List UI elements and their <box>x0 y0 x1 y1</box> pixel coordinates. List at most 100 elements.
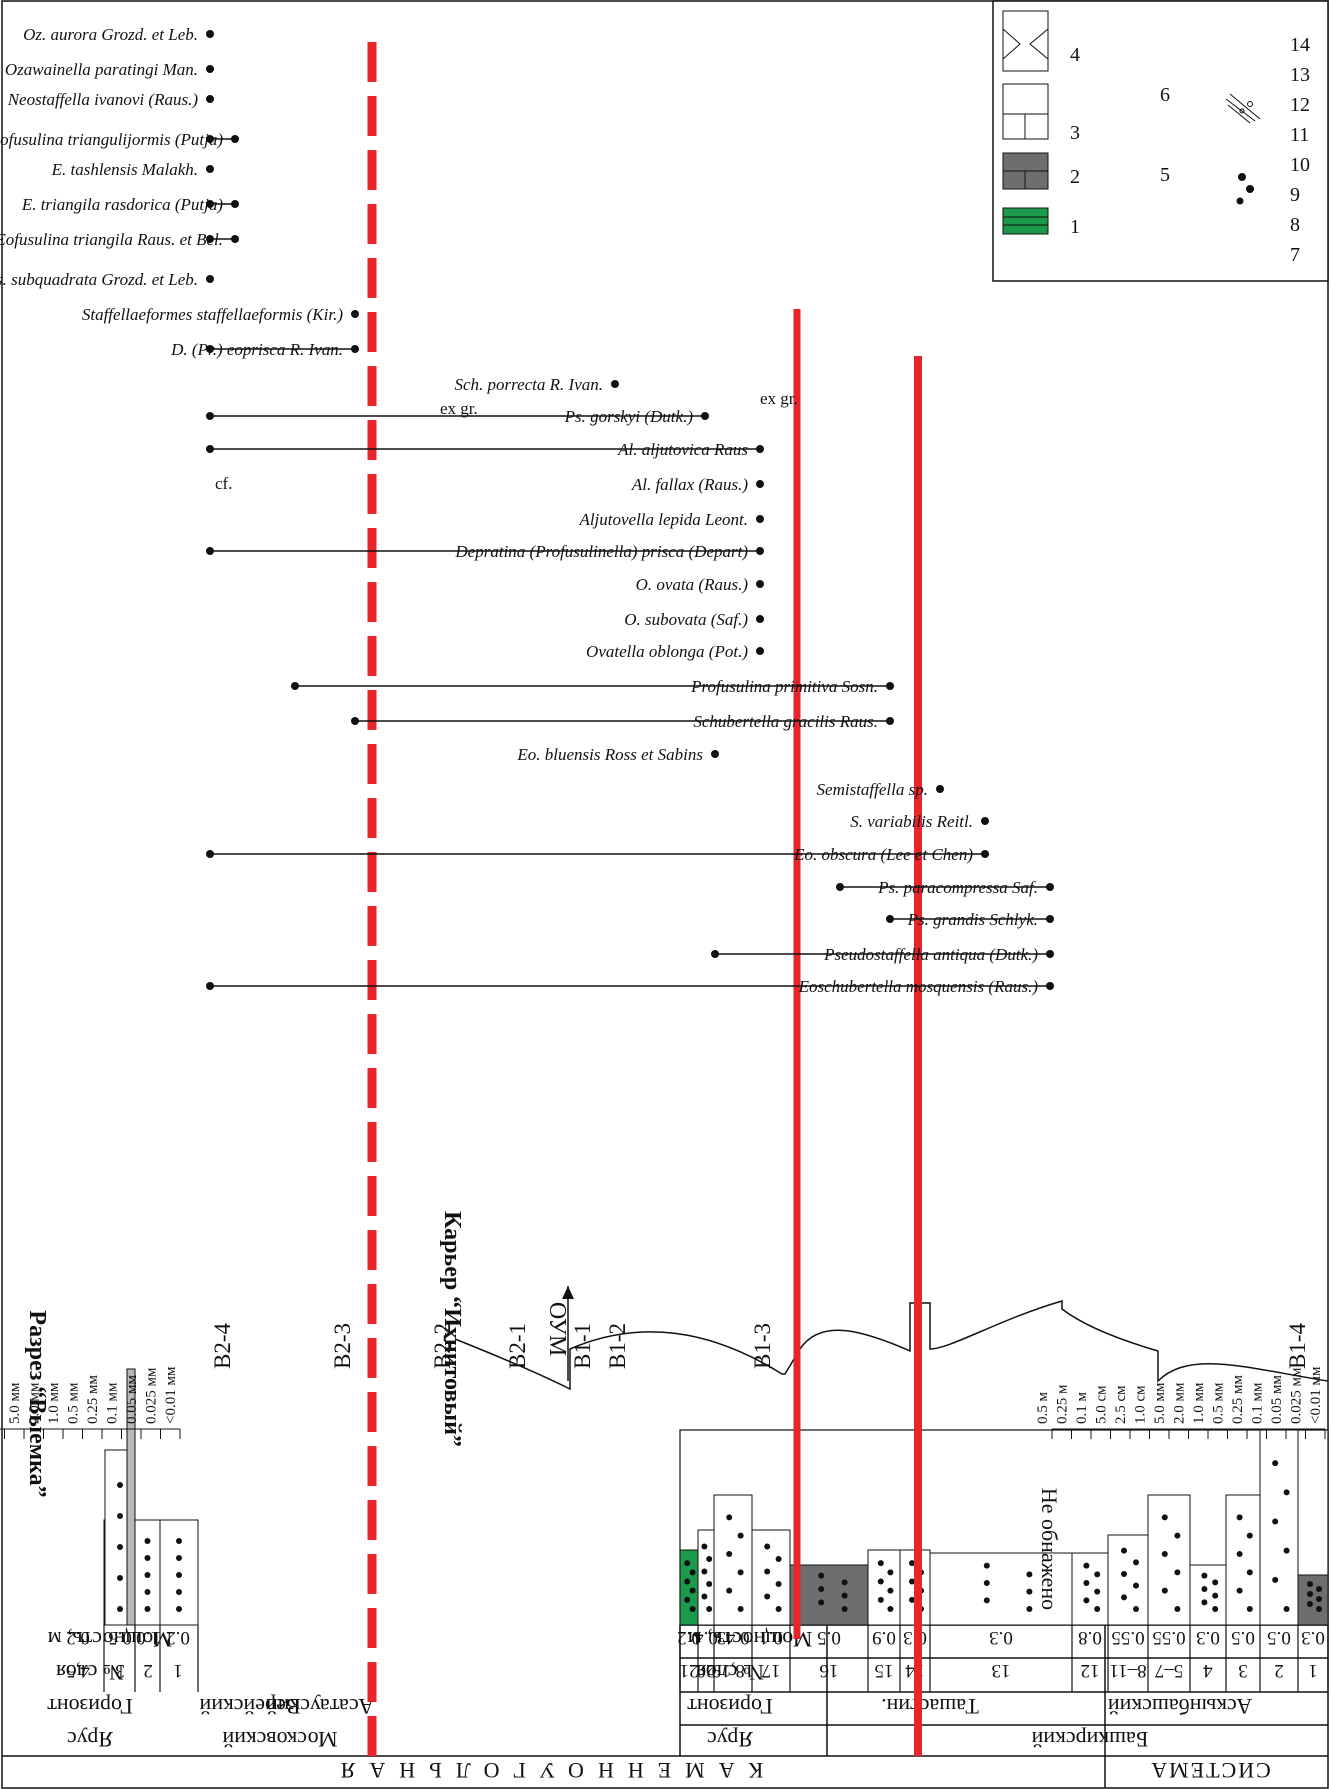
legend-number: 8 <box>1290 214 1300 236</box>
cycle-label: B2-2 <box>430 1323 455 1369</box>
taxon-range: E. tashlensis Malakh. <box>51 160 214 179</box>
taxon-name: O. ovata (Raus.) <box>636 575 749 594</box>
layer-label-b: № слоя <box>696 1660 764 1685</box>
taxon-range: Al. fallax (Raus.) <box>631 475 764 494</box>
layer-number: 8–11 <box>1109 1660 1146 1681</box>
oum-axis: ОУМ <box>544 1286 574 1381</box>
legend-swatch-1 <box>1002 207 1049 235</box>
layer-number: 12 <box>1081 1660 1100 1681</box>
layer-thickness: 0.55 <box>1111 1627 1144 1648</box>
cycle-curve <box>454 1300 1329 1391</box>
grain-scale-label: 1.0 мм <box>1191 1382 1207 1424</box>
grain-scale-label: 0.1 м <box>1074 1392 1090 1425</box>
stage-b: Башкирский <box>1031 1727 1148 1752</box>
taxon-name: Ps. paracompressa Saf. <box>877 878 1038 897</box>
layer-number: 2 <box>1274 1660 1284 1681</box>
taxon-range: O. ovata (Raus.) <box>636 575 764 594</box>
grain-scale-a: <0.01 мм0.025 мм0.05 мм0.1 мм0.25 мм0.5 … <box>0 1366 181 1439</box>
taxon-name: Ps. subquadrata Grozd. et Leb. <box>0 270 198 289</box>
layer-number: 4 <box>1203 1660 1213 1681</box>
taxon-name: Paraeofusulina triangulijormis (Putja) <box>0 130 223 149</box>
ex-gr-note-1: ex gr. <box>440 399 478 418</box>
grain-scale-label: 0.25 м <box>1055 1384 1071 1424</box>
cycle-label: B1-2 <box>605 1323 630 1369</box>
legend-number: 3 <box>1070 122 1080 144</box>
legend-swatch-3 <box>1002 83 1049 140</box>
horizon-b-2: Ташастин. <box>881 1694 979 1719</box>
grain-scale-label: <0.01 мм <box>1308 1366 1324 1424</box>
taxon-range: D. (Pr.) eoprisca R. Ivan. <box>170 340 359 359</box>
taxon-name: Ps. grandis Schlyk. <box>907 910 1038 929</box>
taxon-name: Eoschubertella mosquensis (Raus.) <box>798 977 1039 996</box>
taxon-name: Schubertella gracilis Raus. <box>693 712 878 731</box>
stage-a: Московский <box>222 1727 337 1752</box>
taxon-name: Sch. porrecta R. Ivan. <box>454 375 603 394</box>
thickness-label-b: Мощность, м <box>688 1627 813 1652</box>
stage-label-a: Ярус <box>67 1727 113 1752</box>
layer-number: 2 <box>143 1660 153 1681</box>
legend-number: 5 <box>1160 164 1170 186</box>
stage-label-b: Ярус <box>707 1727 753 1752</box>
grain-scale-label: 5.0 см <box>1094 1385 1110 1424</box>
legend-sym-6 <box>1246 185 1254 193</box>
taxon-range: Ps. paracompressa Saf. <box>836 878 1054 897</box>
taxon-range: Al. aljutovica Raus <box>206 440 764 459</box>
taxon-name: Eo. obscura (Lee et Chen) <box>793 845 973 864</box>
taxon-name: Staffellaeformes staffellaeformis (Kir.) <box>82 305 343 324</box>
grain-scale-label: 1.0 мм <box>46 1382 62 1424</box>
layer-number: 20 <box>697 1660 716 1681</box>
taxon-name: Depratina (Profusulinella) prisca (Depar… <box>454 542 748 561</box>
taxon-name: Eofusulina triangila Raus. et Bel. <box>0 230 223 249</box>
layer-thickness: 0.2 <box>677 1627 701 1648</box>
taxon-range: Eo. bluensis Ross et Sabins <box>516 745 719 764</box>
taxon-range: Eofusulina triangila Raus. et Bel. <box>0 230 239 249</box>
taxon-range: Depratina (Profusulinella) prisca (Depar… <box>206 542 764 561</box>
taxon-name: Aljutovella lepida Leont. <box>578 510 748 529</box>
horizon-b-1: Асатауский <box>266 1694 374 1719</box>
taxon-range: Ovatella oblonga (Pot.) <box>586 642 764 661</box>
layer-number: 15 <box>875 1660 894 1681</box>
layer-thickness: 0.2 <box>166 1627 190 1648</box>
taxon-name: Neostaffella ivanovi (Raus.) <box>7 90 199 109</box>
layer-thickness: 0.3 <box>1196 1627 1220 1648</box>
taxon-range: Profusulina primitiva Sosn. <box>291 677 894 696</box>
legend-number: 6 <box>1160 84 1170 106</box>
horizon-label-b: Горизонт <box>687 1694 773 1719</box>
grain-scale-label: 0.05 мм <box>1269 1375 1285 1424</box>
layer-thickness: 0.3 <box>1301 1627 1325 1648</box>
grain-scale-label: 0.05 мм <box>124 1375 140 1424</box>
layer-number: 16 <box>820 1660 839 1681</box>
layer-thickness: 0.2 <box>66 1627 90 1648</box>
layer-number: 3 <box>115 1660 125 1681</box>
taxon-name: E. tashlensis Malakh. <box>51 160 198 179</box>
layer-thickness: 0.5 <box>1267 1627 1291 1648</box>
taxon-range: Ps. subquadrata Grozd. et Leb. <box>0 270 214 289</box>
horizon-label-a: Горизонт <box>47 1694 133 1719</box>
taxon-range: E. triangila rasdorica (Putja) <box>21 195 239 214</box>
correlation-lines <box>367 29 922 1756</box>
grain-scale-label: 2.5 см <box>1113 1385 1129 1424</box>
taxon-range: Eoschubertella mosquensis (Raus.) <box>206 977 1054 996</box>
taxon-name: O. subovata (Saf.) <box>624 610 748 629</box>
ex-gr-note-2: ex gr. <box>760 389 798 408</box>
legend-number: 4 <box>1070 44 1080 66</box>
layer-number: 4,5 <box>66 1660 90 1681</box>
lithology-section-b: Не обнажено <box>679 1429 1329 1626</box>
not-exposed-label: Не обнажено <box>1037 1488 1062 1610</box>
layer-thickness: 0.55 <box>1152 1627 1185 1648</box>
taxon-range: Neostaffella ivanovi (Raus.) <box>7 90 214 109</box>
layer-number: 1 <box>1308 1660 1318 1681</box>
layer-thickness: 0.5 <box>108 1627 132 1648</box>
lithology-section-a <box>104 1368 199 1626</box>
taxon-range: Semistaffella sp. <box>817 780 944 799</box>
taxon-name: Al. aljutovica Raus <box>617 440 748 459</box>
layer-label-a: № слоя <box>56 1660 124 1685</box>
taxon-range: Sch. porrecta R. Ivan. <box>454 375 619 394</box>
taxon-name: Ovatella oblonga (Pot.) <box>586 642 748 661</box>
taxa-notes: ex gr. ex gr. cf. <box>215 389 798 493</box>
red-line-1 <box>914 356 922 1756</box>
taxon-range: Staffellaeformes staffellaeformis (Kir.) <box>82 305 359 324</box>
grain-scale-b: <0.01 мм0.025 мм0.05 мм0.1 мм0.25 мм0.5 … <box>1035 1366 1326 1439</box>
